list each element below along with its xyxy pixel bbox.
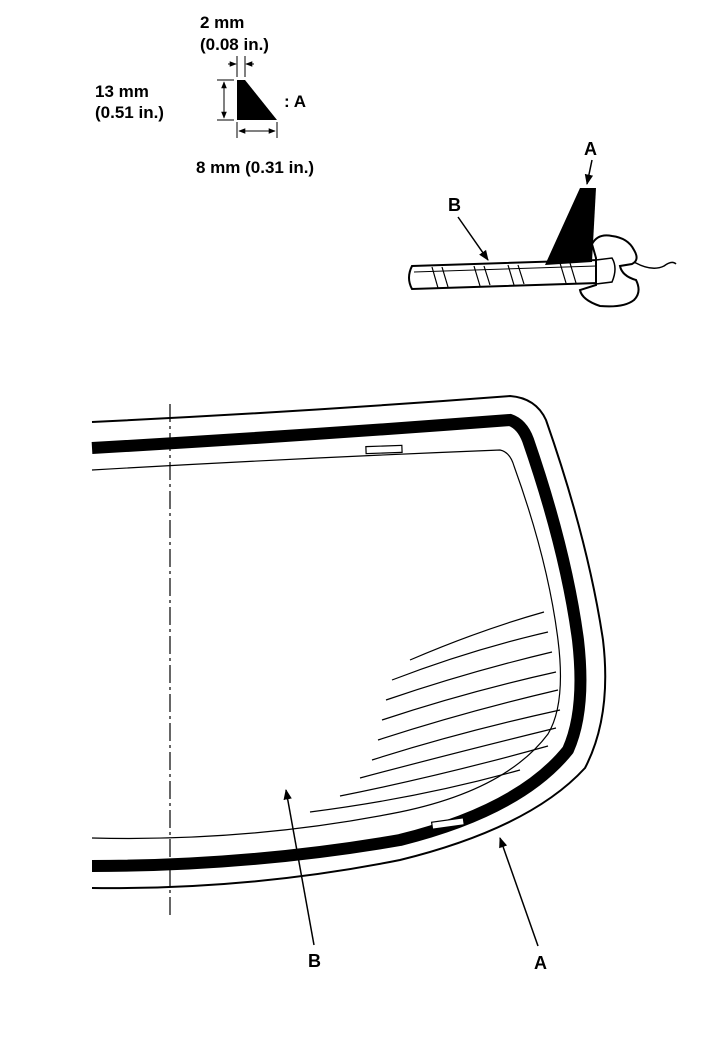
glass-outer-edge	[91, 394, 607, 890]
dam-profile-shape	[237, 80, 277, 120]
view-label-dam: A	[534, 953, 547, 973]
view-label-glass: B	[308, 951, 321, 971]
glass-hatch	[431, 262, 577, 289]
molding-wire	[633, 261, 677, 269]
windshield-view: B A	[91, 394, 607, 973]
molding-clip-inner	[595, 257, 616, 285]
bottom-width-label: 8 mm (0.31 in.)	[196, 158, 314, 177]
height-label: 13 mm	[95, 82, 149, 101]
view-arrow-dam	[499, 837, 539, 947]
height-inch-label: (0.51 in.)	[95, 103, 164, 122]
glass-inner-border	[91, 449, 562, 840]
glass-inner-line	[413, 265, 597, 273]
cross-section-detail: A B	[408, 139, 677, 308]
view-arrow-glass	[283, 788, 315, 946]
top-width-inch-label: (0.08 in.)	[200, 35, 269, 54]
dam-cross-section	[545, 188, 596, 265]
detail-label-dam: A	[584, 139, 597, 159]
dimension-callout: 2 mm (0.08 in.) 13 mm (0.51 in.) 8 mm (0…	[95, 13, 314, 177]
clip-tab-top	[365, 444, 403, 455]
detail-arrow-dam	[584, 159, 594, 186]
detail-label-glass: B	[448, 195, 461, 215]
molding-clip	[578, 234, 640, 308]
profile-ref-label: : A	[284, 92, 306, 111]
defroster-lines	[309, 611, 561, 813]
dam-bead	[91, 413, 587, 872]
clip-tab-bottom	[430, 817, 465, 830]
detail-arrow-glass	[457, 216, 489, 261]
top-width-label: 2 mm	[200, 13, 244, 32]
